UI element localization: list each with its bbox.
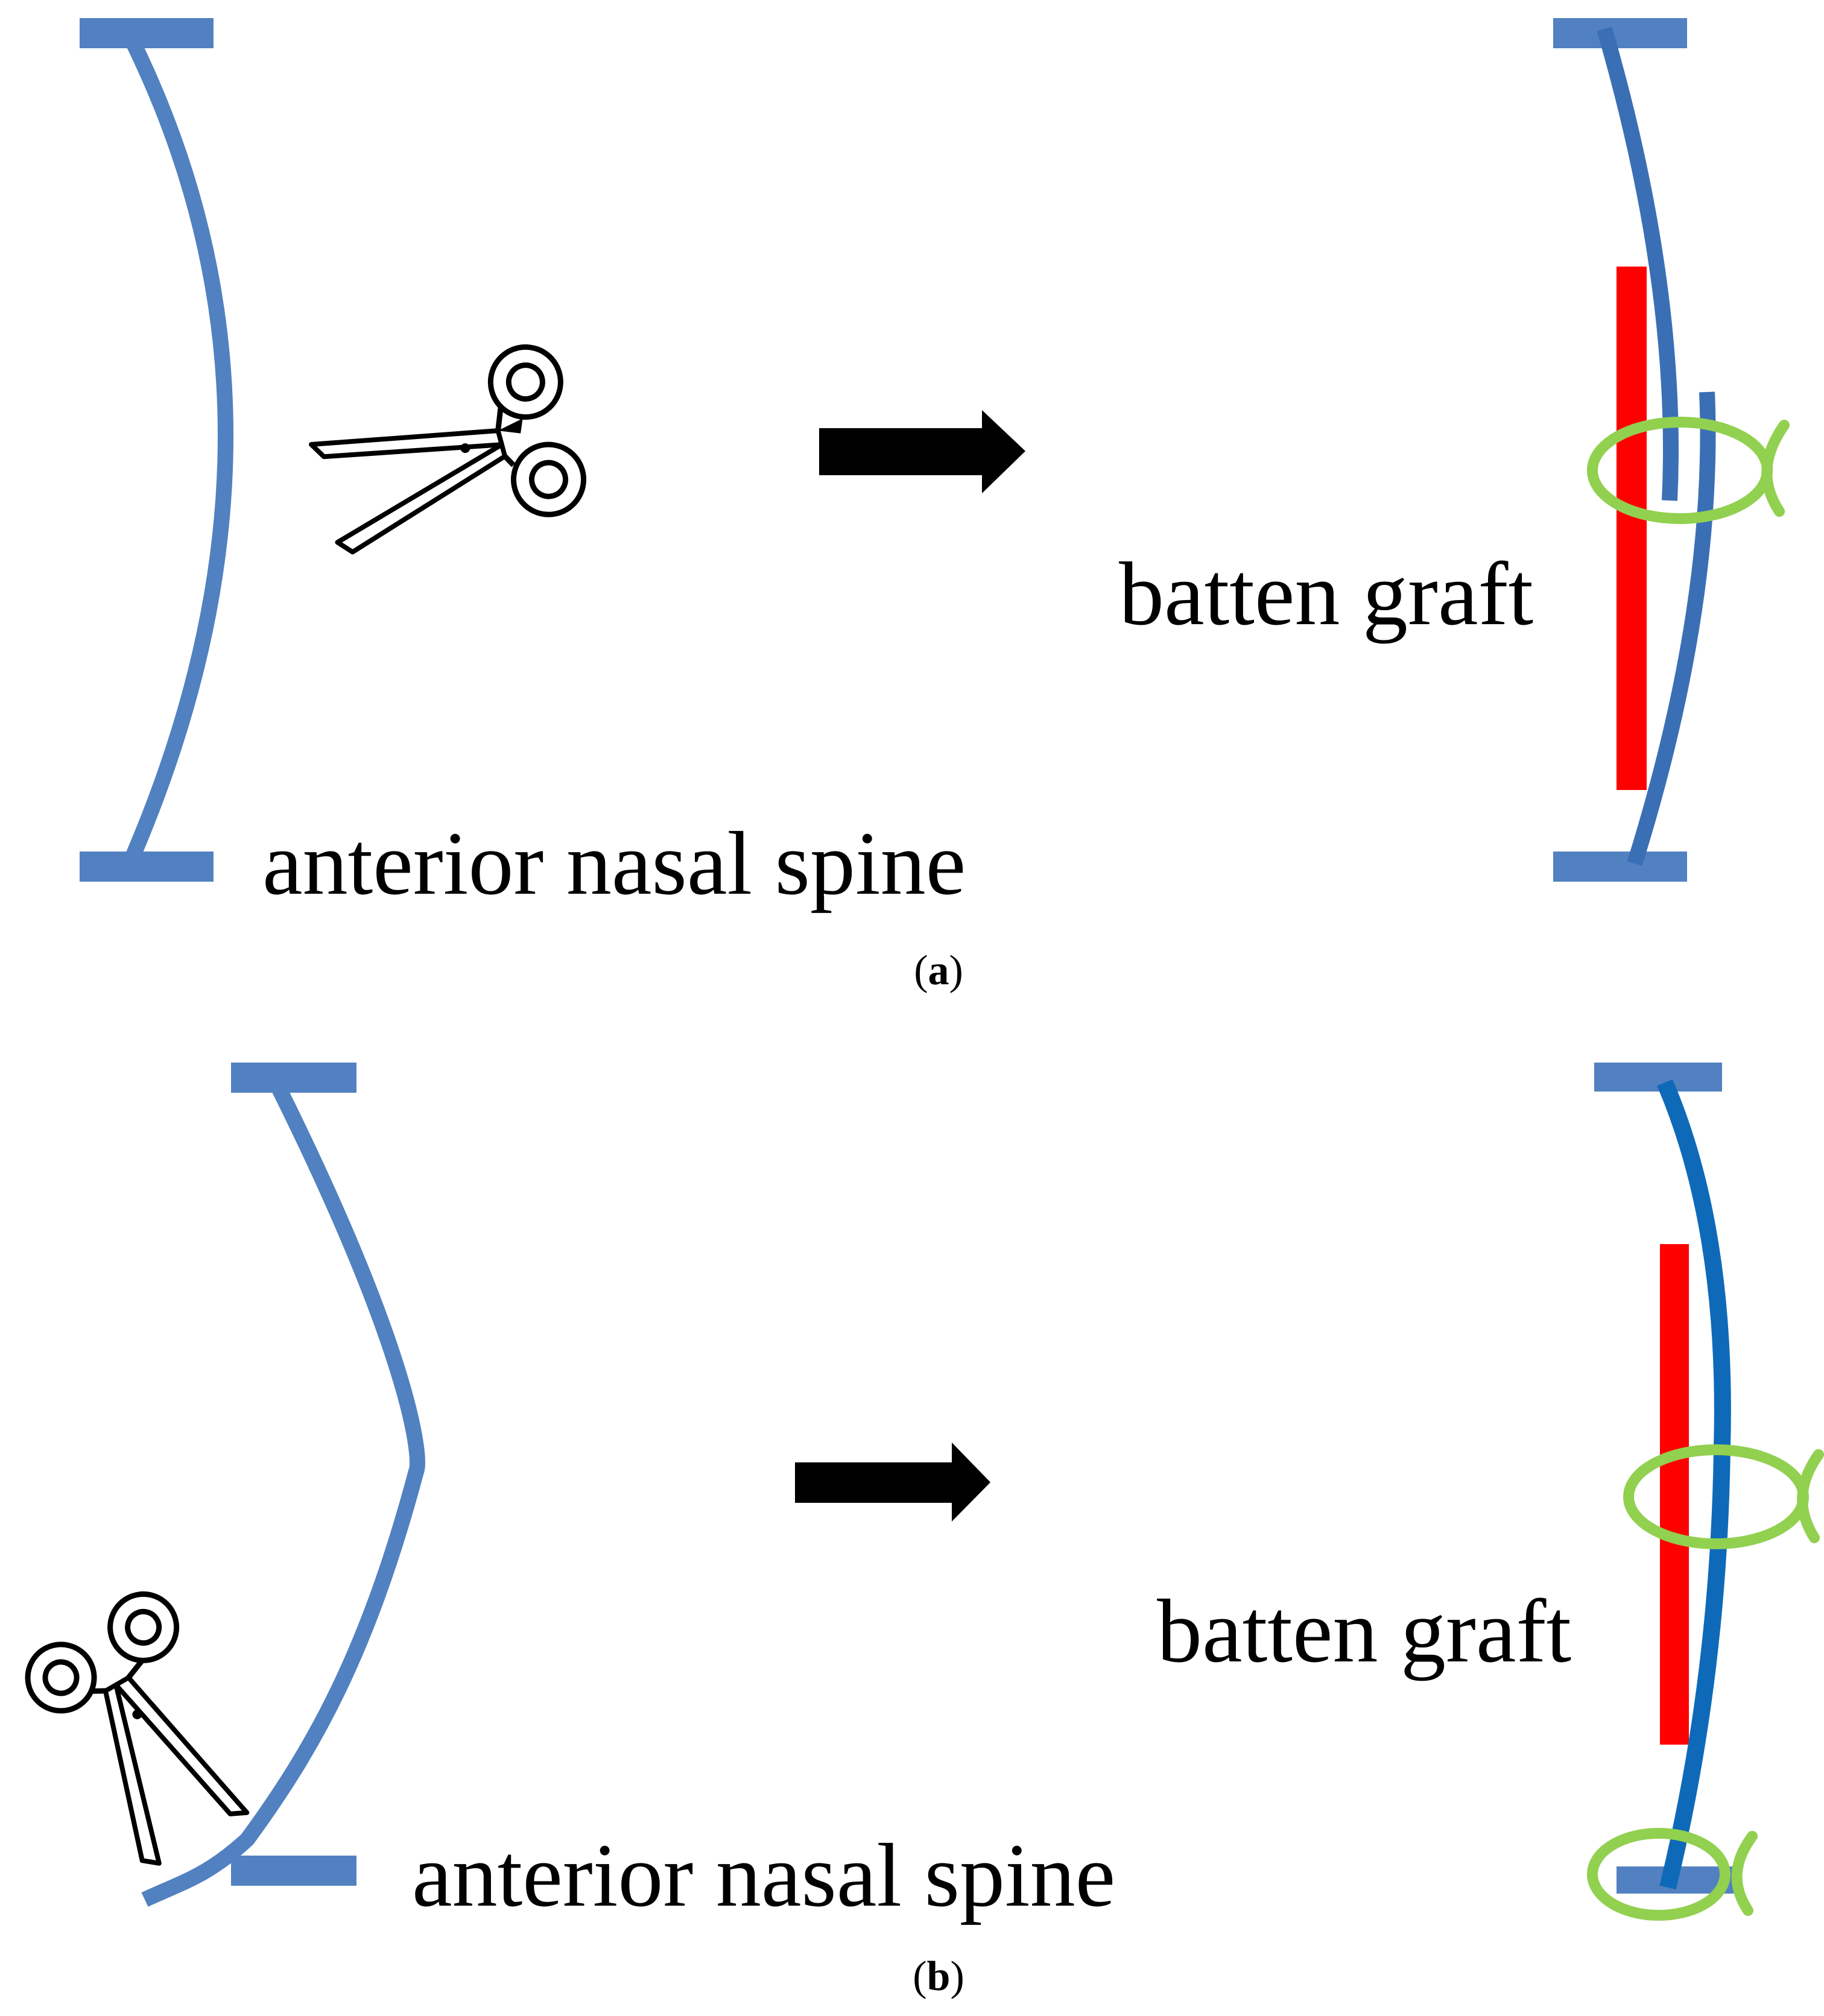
panel-b-septum-curve xyxy=(141,1076,425,1907)
panel-a-top-bar xyxy=(80,18,214,48)
label-batten-graft-b: batten graft xyxy=(1157,1581,1571,1681)
panel-b-corrected-septum xyxy=(1594,1063,1740,1894)
suture-loop-icon xyxy=(1623,1444,1824,1549)
panel-a-septum-curve xyxy=(124,36,233,863)
panel-a-caption: (a) xyxy=(914,947,963,994)
panel-b: batten graft anterior nasal spine (b) xyxy=(25,1063,1824,2000)
panel-b-deviated-septum xyxy=(141,1063,425,1907)
scissors-icon xyxy=(309,344,587,555)
panel-b-bottom-bar xyxy=(231,1856,356,1886)
panel-a-bottom-bar xyxy=(80,852,214,882)
panel-b-top-bar xyxy=(231,1063,356,1093)
arrow-right-icon xyxy=(795,1442,990,1521)
scissors-icon xyxy=(25,1591,250,1866)
suture-loop-icon xyxy=(1587,1828,1758,1921)
panel-b-caption: (b) xyxy=(913,1953,964,2000)
suture-loop-icon xyxy=(1587,417,1790,524)
arrow-right-icon xyxy=(819,410,1025,493)
panel-a-right-bottom-bar xyxy=(1553,852,1687,882)
panel-a-corrected-septum xyxy=(1553,18,1716,882)
panel-a-septum-lower-segment xyxy=(1627,391,1716,866)
batten-graft-a xyxy=(1617,267,1647,790)
batten-graft-b xyxy=(1660,1244,1689,1745)
label-anterior-nasal-spine-a: anterior nasal spine xyxy=(262,814,966,914)
panel-a: batten graft anterior nasal spine (a) xyxy=(80,18,1790,994)
panel-a-right-top-bar xyxy=(1553,18,1687,48)
panel-b-septum-corrected-curve xyxy=(1657,1079,1731,1890)
panel-a-deviated-septum xyxy=(80,18,233,882)
label-batten-graft-a: batten graft xyxy=(1119,544,1533,644)
panel-a-septum-upper-segment xyxy=(1597,27,1679,501)
label-anterior-nasal-spine-b: anterior nasal spine xyxy=(412,1825,1115,1926)
